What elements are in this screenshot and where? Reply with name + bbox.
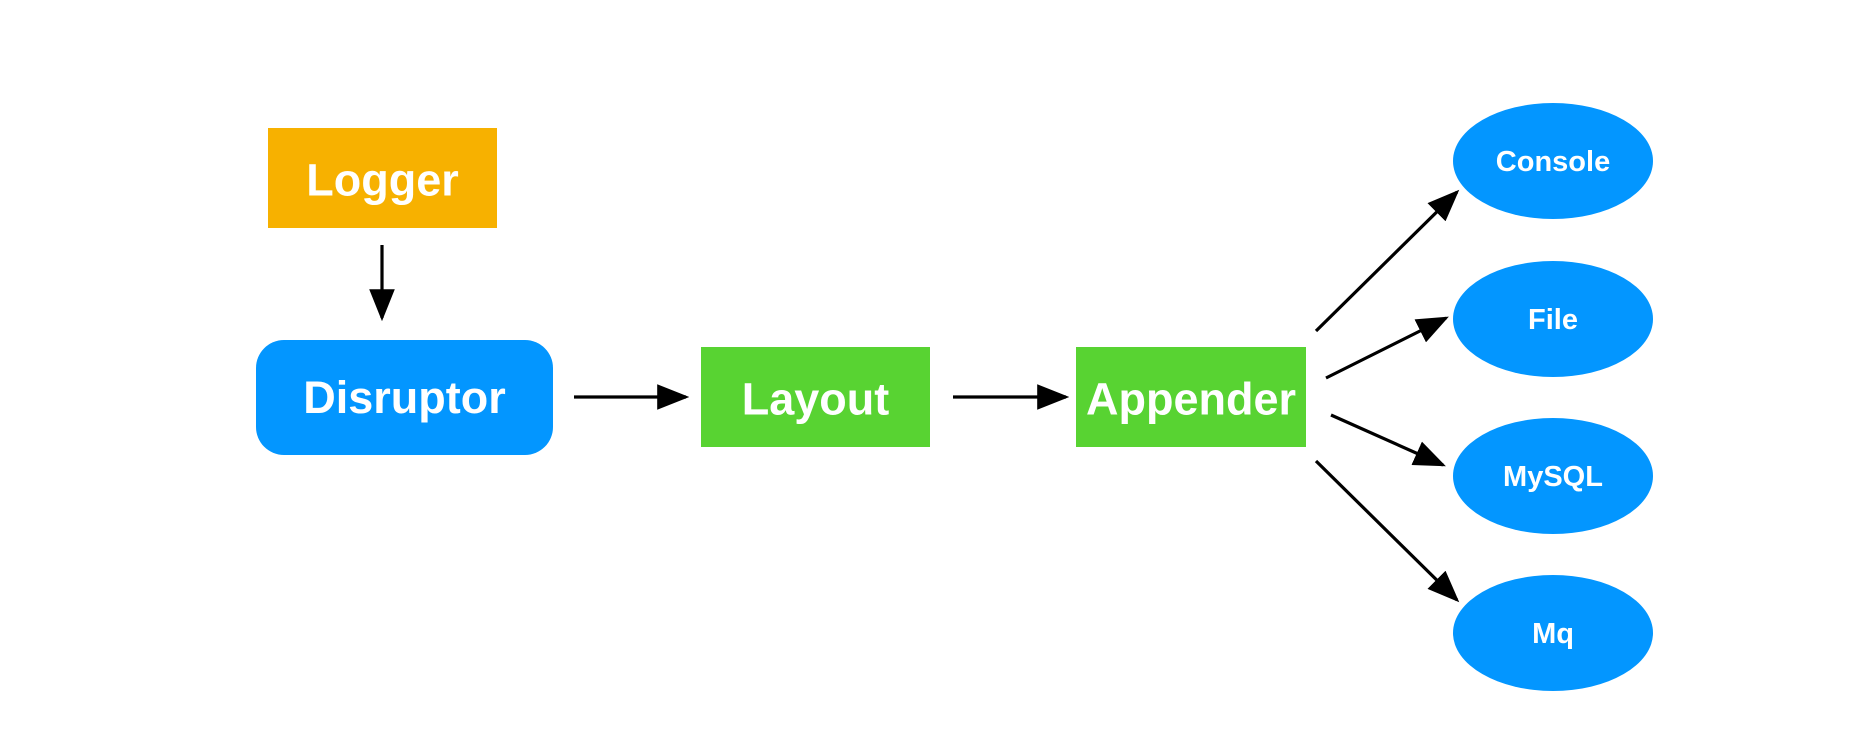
mq-ellipse: [1453, 575, 1653, 691]
mysql-ellipse: [1453, 418, 1653, 534]
logger-node: Logger: [268, 128, 497, 228]
file-ellipse: [1453, 261, 1653, 377]
layout-node: Layout: [701, 347, 930, 447]
console-label: Console: [1496, 146, 1610, 178]
appender-node: Appender: [1076, 347, 1306, 447]
edge-appender-to-mq: [1314, 459, 1460, 603]
logger-box: [268, 128, 497, 228]
layout-box: [701, 347, 930, 447]
appender-label: Appender: [1086, 374, 1296, 425]
disruptor-label: Disruptor: [303, 372, 506, 423]
mq-node: Mq: [1453, 575, 1653, 691]
edge-appender-to-console: [1314, 189, 1460, 333]
edges: [369, 189, 1460, 603]
console-node: Console: [1453, 103, 1653, 219]
file-node: File: [1453, 261, 1653, 377]
edge-appender-to-file: [1325, 316, 1449, 380]
appender-box: [1076, 347, 1306, 447]
disruptor-box: [256, 340, 553, 455]
logger-label: Logger: [306, 155, 459, 206]
edge-appender-to-mysql: [1330, 413, 1446, 467]
disruptor-node: Disruptor: [256, 340, 553, 455]
file-label: File: [1528, 304, 1578, 336]
mq-label: Mq: [1532, 618, 1574, 650]
layout-label: Layout: [742, 374, 890, 425]
console-ellipse: [1453, 103, 1653, 219]
mysql-node: MySQL: [1453, 418, 1653, 534]
mysql-label: MySQL: [1503, 461, 1603, 493]
